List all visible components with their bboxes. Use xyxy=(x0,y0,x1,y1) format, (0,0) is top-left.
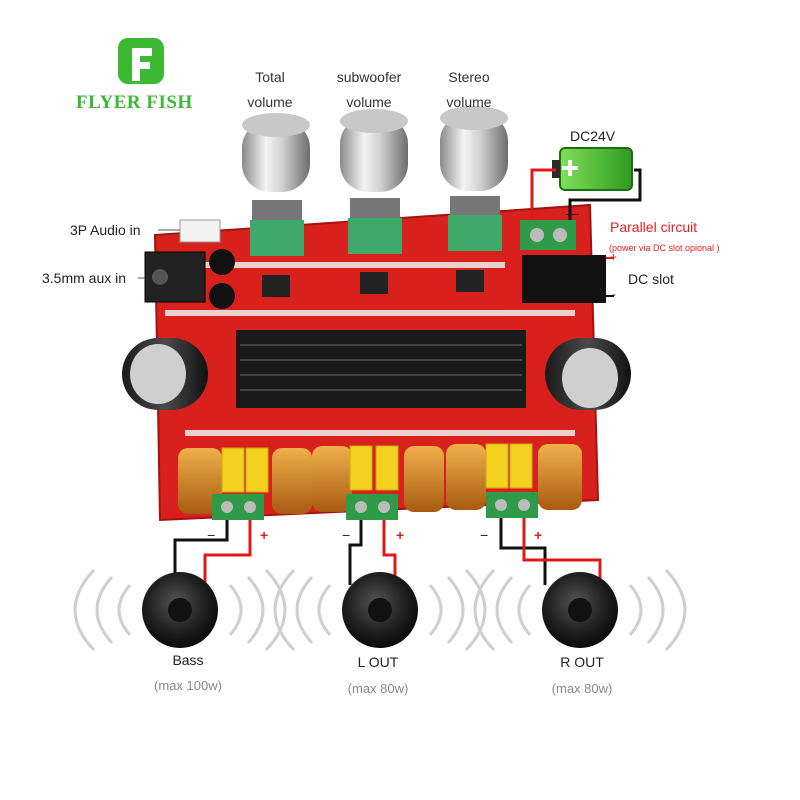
label-parallel-circuit: Parallel circuit xyxy=(610,219,698,235)
speaker-right xyxy=(473,568,687,652)
speaker-bass xyxy=(73,568,287,652)
speaker-terminals xyxy=(212,492,538,520)
label-aux-in: 3.5mm aux in xyxy=(42,270,127,286)
right-pos-sign: + xyxy=(534,527,543,543)
speaker-label-bass: Bass xyxy=(172,652,204,668)
knob-total[interactable] xyxy=(242,113,310,256)
bass-neg-sign: − xyxy=(207,527,216,543)
brand-name: FLYER FISH xyxy=(76,92,193,113)
knob-stereo[interactable] xyxy=(440,106,508,251)
speaker-max-right: (max 80w) xyxy=(551,681,613,696)
brand-logo xyxy=(118,38,164,84)
filter-capacitors xyxy=(221,443,533,493)
bass-pos-sign: + xyxy=(260,527,269,543)
right-neg-sign: − xyxy=(480,527,489,543)
pcb-board xyxy=(122,203,631,522)
left-neg-sign: − xyxy=(342,527,351,543)
power-terminal xyxy=(520,220,576,250)
knob-subwoofer[interactable] xyxy=(340,109,408,254)
label-3p-audio-in: 3P Audio in xyxy=(70,222,141,238)
speaker-left xyxy=(273,568,487,652)
speaker-max-bass: (max 100w) xyxy=(154,678,222,693)
label-parallel-note: (power via DC slot opional ) xyxy=(609,243,720,253)
slot-minus-sign: - xyxy=(612,287,616,301)
audio-3p-connector xyxy=(179,219,221,243)
power-plus-sign: + xyxy=(518,206,526,221)
battery-icon xyxy=(552,147,633,191)
speaker-label-right: R OUT xyxy=(560,654,604,670)
left-pos-sign: + xyxy=(396,527,405,543)
label-battery: DC24V xyxy=(570,128,616,144)
slot-plus-sign: + xyxy=(610,250,618,264)
output-coils xyxy=(178,444,582,514)
speaker-label-left: L OUT xyxy=(357,654,399,670)
power-minus-sign: — xyxy=(566,206,579,221)
label-dc-slot: DC slot xyxy=(628,271,674,287)
dc-slot-jack xyxy=(522,255,606,303)
speaker-max-left: (max 80w) xyxy=(347,681,409,696)
